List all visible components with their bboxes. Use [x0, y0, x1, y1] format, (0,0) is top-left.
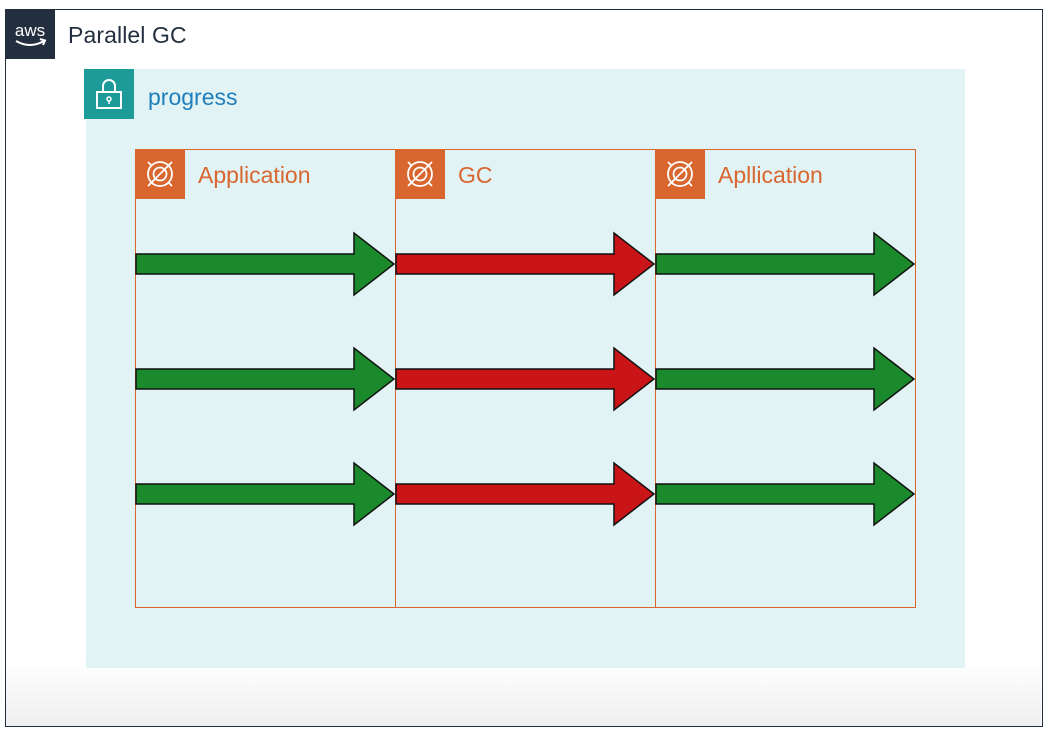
application-thread-arrow — [135, 461, 396, 527]
diagram-title: Parallel GC — [68, 22, 187, 48]
application-thread-arrow — [655, 346, 916, 412]
phase-label-2: GC — [458, 162, 493, 188]
group-label: progress — [148, 84, 238, 110]
aws-logo-icon: aws — [5, 9, 55, 59]
application-thread-arrow — [655, 231, 916, 297]
application-thread-arrow — [135, 231, 396, 297]
shield-icon — [135, 149, 185, 199]
svg-text:aws: aws — [15, 21, 45, 40]
shield-icon — [395, 149, 445, 199]
gc-thread-arrow — [395, 346, 656, 412]
lock-icon — [84, 69, 134, 119]
phase-label-3: Apllication — [718, 162, 823, 188]
phase-label-1: Application — [198, 162, 311, 188]
gc-thread-arrow — [395, 461, 656, 527]
application-thread-arrow — [655, 461, 916, 527]
gc-thread-arrow — [395, 231, 656, 297]
bottom-shadow — [6, 660, 1041, 726]
application-thread-arrow — [135, 346, 396, 412]
shield-icon — [655, 149, 705, 199]
